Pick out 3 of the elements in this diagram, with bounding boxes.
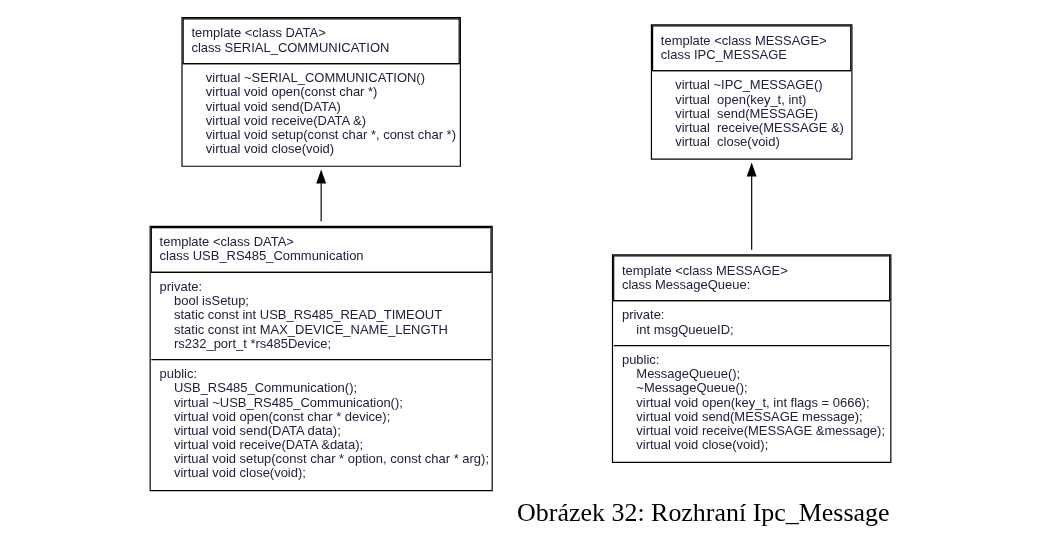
caption: Obrázek 32: Rozhraní Ipc_Message (517, 497, 890, 527)
arrow (746, 162, 757, 251)
arrow (316, 169, 327, 222)
